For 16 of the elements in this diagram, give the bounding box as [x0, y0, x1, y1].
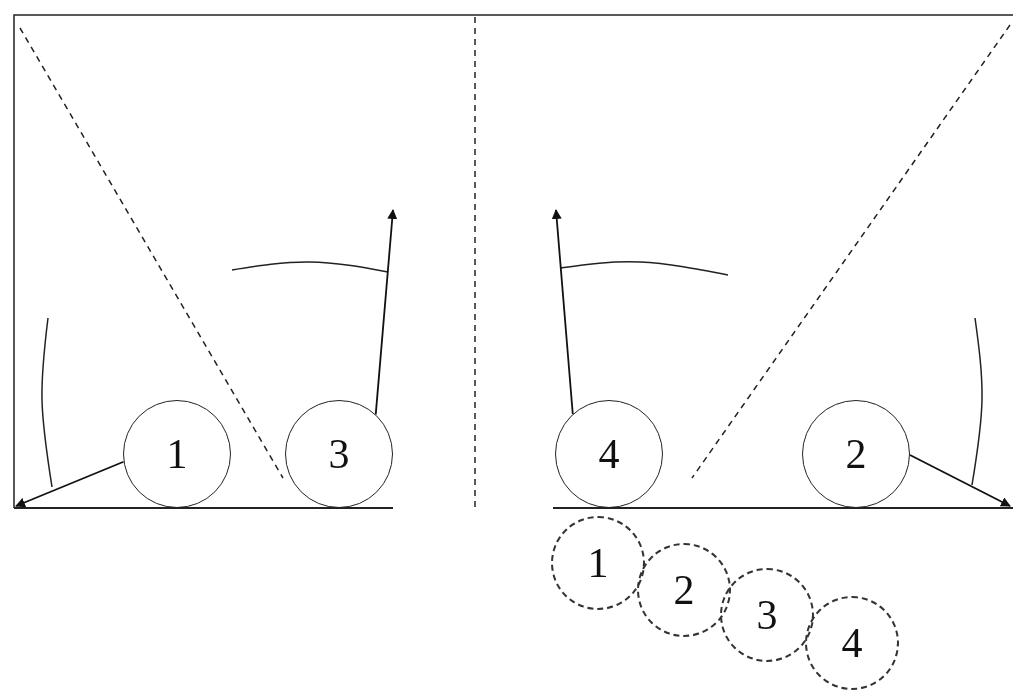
arrow — [909, 454, 1011, 507]
dashed-circle — [551, 516, 645, 610]
circle-number: 1 — [166, 433, 188, 475]
arrow — [551, 209, 574, 415]
circle-number: 3 — [756, 594, 778, 636]
arrow — [15, 460, 125, 508]
dashed-circle — [720, 568, 814, 662]
dashed-circle — [805, 596, 899, 690]
circle-number: 4 — [598, 433, 620, 475]
dashed-circle — [637, 543, 731, 637]
circle-number: 2 — [673, 569, 695, 611]
circle-number: 2 — [845, 433, 867, 475]
circle-number: 4 — [841, 622, 863, 664]
circle-number: 3 — [328, 433, 350, 475]
circle-number: 1 — [587, 542, 609, 584]
arrow — [374, 209, 398, 416]
